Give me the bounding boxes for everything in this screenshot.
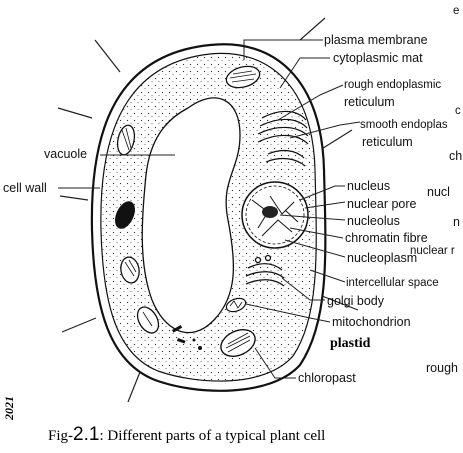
label-nucleoplasm: nucleoplasm xyxy=(347,251,417,265)
label-cytoplasmic-matrix: cytoplasmic mat xyxy=(333,51,423,65)
background-fragments: e c ch nucl n nuclear r rough xyxy=(410,5,462,375)
golgi-body xyxy=(245,254,285,287)
label-nuclear-pore: nuclear pore xyxy=(347,197,417,211)
label-nucleolus: nucleolus xyxy=(347,214,400,228)
label-vacuole: vacuole xyxy=(44,147,87,161)
caption-text: : Different parts of a typical plant cel… xyxy=(99,428,325,444)
fragment-n: n xyxy=(453,215,460,229)
caption-prefix: Fig- xyxy=(48,428,73,444)
cell-granules xyxy=(171,325,202,350)
cell-wall-spikes xyxy=(57,17,359,403)
fragment-c: c xyxy=(455,105,461,117)
label-rough-er-line2: reticulum xyxy=(344,95,395,109)
mitochondrion xyxy=(225,297,247,313)
leader-lines xyxy=(58,39,361,379)
label-nucleus: nucleus xyxy=(347,179,390,193)
figure-caption: Fig-2.1: Different parts of a typical pl… xyxy=(48,424,325,445)
chloroplasts xyxy=(115,65,261,357)
label-smooth-er-line2: reticulum xyxy=(362,135,413,149)
vacuole xyxy=(141,97,241,334)
fragment-rough: rough xyxy=(426,361,458,375)
label-plasma-membrane: plasma membrane xyxy=(324,33,428,47)
label-cell-wall: cell wall xyxy=(3,181,47,195)
label-smooth-er-line1: smooth endoplas xyxy=(360,119,448,131)
label-chromatin-fibre: chromatin fibre xyxy=(345,231,428,245)
label-golgi-body: golgi body xyxy=(327,294,385,308)
fragment-top-e: e xyxy=(453,5,459,17)
fragment-nucl: nucl xyxy=(427,185,450,199)
nucleolus xyxy=(262,206,278,218)
label-mitochondrion: mitochondrion xyxy=(332,315,411,329)
label-chloroplast: chloropast xyxy=(298,371,356,385)
label-plastid: plastid xyxy=(330,336,371,351)
caption-number: 2.1 xyxy=(73,424,99,445)
fragment-nuclear-r: nuclear r xyxy=(410,245,455,257)
fragment-ch: ch xyxy=(449,149,462,163)
margin-year: 2021 xyxy=(2,396,16,421)
label-rough-er-line1: rough endoplasmic xyxy=(344,79,441,91)
nucleus xyxy=(241,181,309,249)
label-intercellular-space: intercellular space xyxy=(346,277,439,289)
